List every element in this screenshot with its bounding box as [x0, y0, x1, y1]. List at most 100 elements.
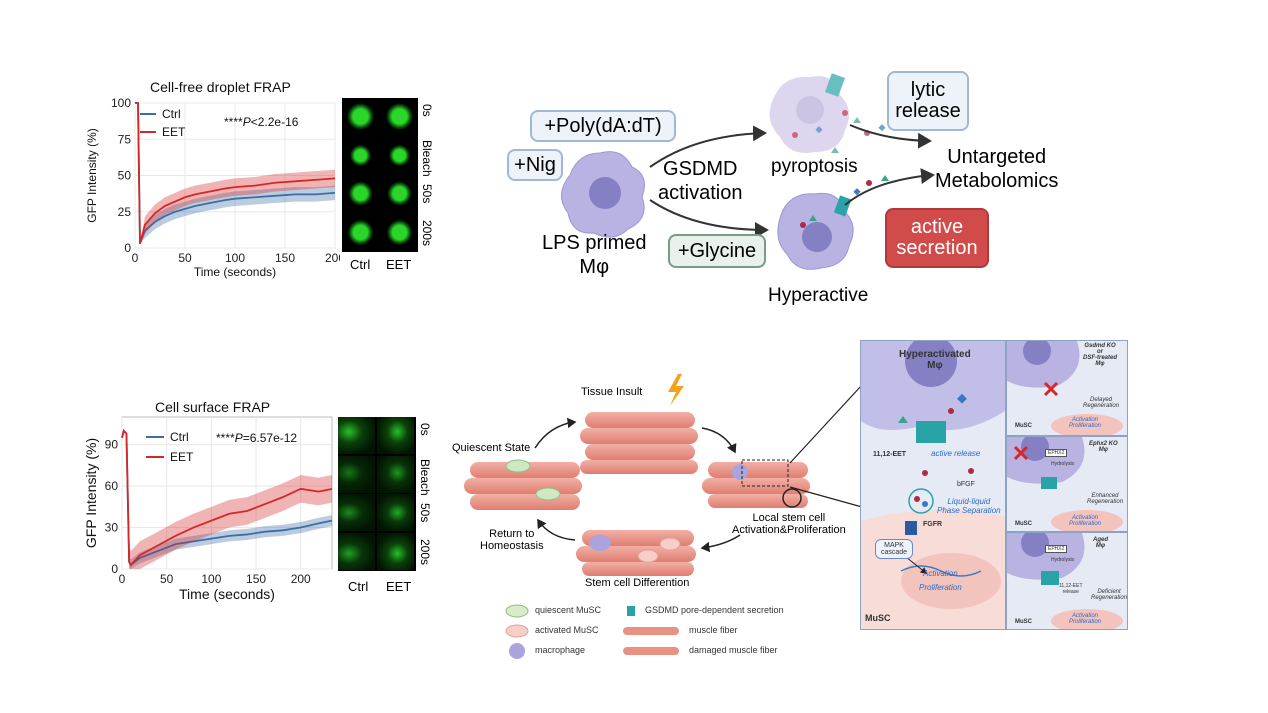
- cycle-legend: quiescent MuSC activated MuSC macrophage…: [505, 603, 845, 663]
- p2-hyd: Hydrolysis: [1051, 461, 1075, 467]
- arrow-active: [844, 168, 935, 206]
- local-stem-label: Local stem cell Activation&Proliferation: [732, 512, 846, 536]
- x-tick-label: 50: [178, 251, 192, 265]
- mech-proliferation: Proliferation: [919, 583, 962, 592]
- p3-hyd: Hydrolysis: [1051, 557, 1075, 563]
- frap1-row-labels: 0s Bleach 50s 200s: [420, 98, 436, 252]
- side-panel-1-graphics: [1007, 341, 1123, 435]
- frap1-col-eet: EET: [386, 257, 412, 272]
- x-tick-label: 0: [132, 251, 139, 265]
- frap1-legend-ctrl-label: Ctrl: [162, 107, 181, 121]
- series-line-ctrl: [135, 102, 336, 244]
- microscopy-cell-r0-c0: [338, 417, 375, 454]
- arrow-activation-to-diff: [700, 534, 741, 553]
- gsdmd-pore-icon: [916, 421, 946, 443]
- side-panel-aged: Aged Mφ EPHX2 Hydrolysis 11,12-EET relea…: [1006, 532, 1128, 630]
- fiber-bundle-left: [464, 459, 582, 510]
- untargeted-label: Untargeted Metabolomics: [935, 146, 1059, 192]
- zoom-connector: [789, 384, 863, 508]
- legend-macrophage: macrophage: [535, 645, 586, 655]
- microscopy-cell-r1-c0: [338, 455, 375, 493]
- arrow-lytic: [849, 124, 932, 149]
- frap2-row-labels: 0s Bleach 50s 200s: [418, 417, 434, 571]
- pyroptosis-label: pyroptosis: [771, 156, 858, 177]
- microscopy-cell-r1-c0: [342, 136, 379, 174]
- cycle-diagram: Tissue Insult Quiescent State Return to …: [450, 370, 860, 620]
- microscopy-cell-r2-c1: [377, 494, 414, 531]
- microscopy-cell-r3-c0: [338, 532, 375, 570]
- frap1-row-0s: 0s: [420, 104, 434, 117]
- x-tick-label: 100: [201, 572, 221, 586]
- frap2-legend-ctrl: Ctrl: [146, 427, 193, 447]
- frap1-legend-eet: EET: [140, 123, 185, 141]
- muscle-fiber-swatch: [623, 627, 679, 635]
- arrow-insult-to-activation: [701, 427, 737, 454]
- frap2-row-50s: 50s: [418, 503, 432, 523]
- frap2-pvalue: ****P=6.57e-12: [216, 431, 297, 445]
- frap1-title: Cell-free droplet FRAP: [150, 79, 291, 95]
- legend-damaged-fiber: damaged muscle fiber: [689, 645, 778, 655]
- frap1-image-grid: [342, 98, 418, 252]
- glycine-label: +Glycine: [668, 234, 766, 268]
- frap1-row-50s: 50s: [420, 184, 434, 204]
- p1-result: Delayed Regeneration: [1083, 397, 1120, 409]
- p3-title: Aged Mφ: [1093, 537, 1108, 549]
- frap2-row-bleach: Bleach: [418, 459, 432, 496]
- nig-label: +Nig: [507, 149, 563, 181]
- frap2-pvalue-p: P: [234, 431, 243, 445]
- frap1-pvalue-p: P: [242, 115, 251, 129]
- y-tick-label: 25: [118, 205, 132, 219]
- frap1-pvalue-stars: ****: [224, 115, 243, 129]
- legend-muscle-fiber: muscle fiber: [689, 625, 738, 635]
- lightning-icon: [668, 374, 684, 406]
- fiber-bundle-right: [702, 459, 810, 508]
- return-homeostasis-label: Return to Homeostasis: [480, 528, 544, 552]
- microscopy-cell-r2-c0: [338, 494, 375, 531]
- x-tick-label: 150: [275, 251, 295, 265]
- legend-quiescent: quiescent MuSC: [535, 605, 602, 615]
- p3-enzyme: EPHX2: [1045, 545, 1068, 553]
- fiber-bundle-top: [580, 412, 698, 474]
- arrow-quiescent-to-insult: [534, 417, 577, 449]
- mech-bfgf: bFGF: [957, 481, 975, 488]
- microscopy-cell-r0-c1: [381, 98, 418, 135]
- arrow-to-pyroptosis: [649, 125, 767, 168]
- p3-release: 11,12-EET release: [1059, 583, 1083, 595]
- lps-macrophage-cell: [561, 151, 645, 238]
- microscopy-cell-r0-c0: [342, 98, 379, 135]
- x-tick-label: 200: [325, 251, 340, 265]
- side-panel-gsdmd-ko: Gsdmd KO or DSF-treated Mφ Delayed Regen…: [1006, 340, 1128, 436]
- y-tick-label: 30: [105, 521, 119, 535]
- frap2-image-grid: [338, 417, 416, 571]
- error-band-eet: [135, 103, 335, 244]
- cycle-graphics: [464, 374, 810, 576]
- x-tick-label: 50: [160, 572, 174, 586]
- frap1-legend-eet-label: EET: [162, 125, 186, 139]
- series-line-eet: [121, 429, 333, 567]
- y-tick-label: 100: [111, 96, 131, 110]
- top-diagram-graphics: [561, 73, 935, 270]
- frap1-row-200s: 200s: [420, 220, 434, 247]
- frap1-chart: 1007550250050100150200GFP Intensity (%)T…: [85, 96, 340, 279]
- series-line-eet: [135, 102, 336, 244]
- hyperactive-label: Hyperactive: [768, 285, 869, 306]
- microscopy-cell-r2-c1: [381, 175, 418, 212]
- microscopy-cell-r1-c1: [381, 136, 418, 174]
- frap2-legend-ctrl-label: Ctrl: [170, 430, 189, 444]
- quiescent-state-label: Quiescent State: [452, 442, 531, 454]
- x-tick-label: 100: [225, 251, 245, 265]
- frap2-legend-eet-label: EET: [170, 450, 194, 464]
- y-tick-label: 0: [124, 241, 131, 255]
- p2-result: Enhanced Regeneration: [1087, 493, 1124, 505]
- mech-activation: Activation: [923, 569, 958, 578]
- microscopy-cell-r3-c1: [377, 532, 414, 570]
- mech-active-release: active release: [931, 449, 981, 458]
- lps-label: LPS primed Mφ: [542, 232, 647, 278]
- active-secretion-label: active secretion: [885, 208, 989, 268]
- microscopy-cell-r3-c0: [342, 213, 379, 251]
- x-tick-label: 0: [119, 572, 126, 586]
- y-tick-label: 0: [111, 562, 118, 576]
- damaged-fiber-swatch: [623, 647, 679, 655]
